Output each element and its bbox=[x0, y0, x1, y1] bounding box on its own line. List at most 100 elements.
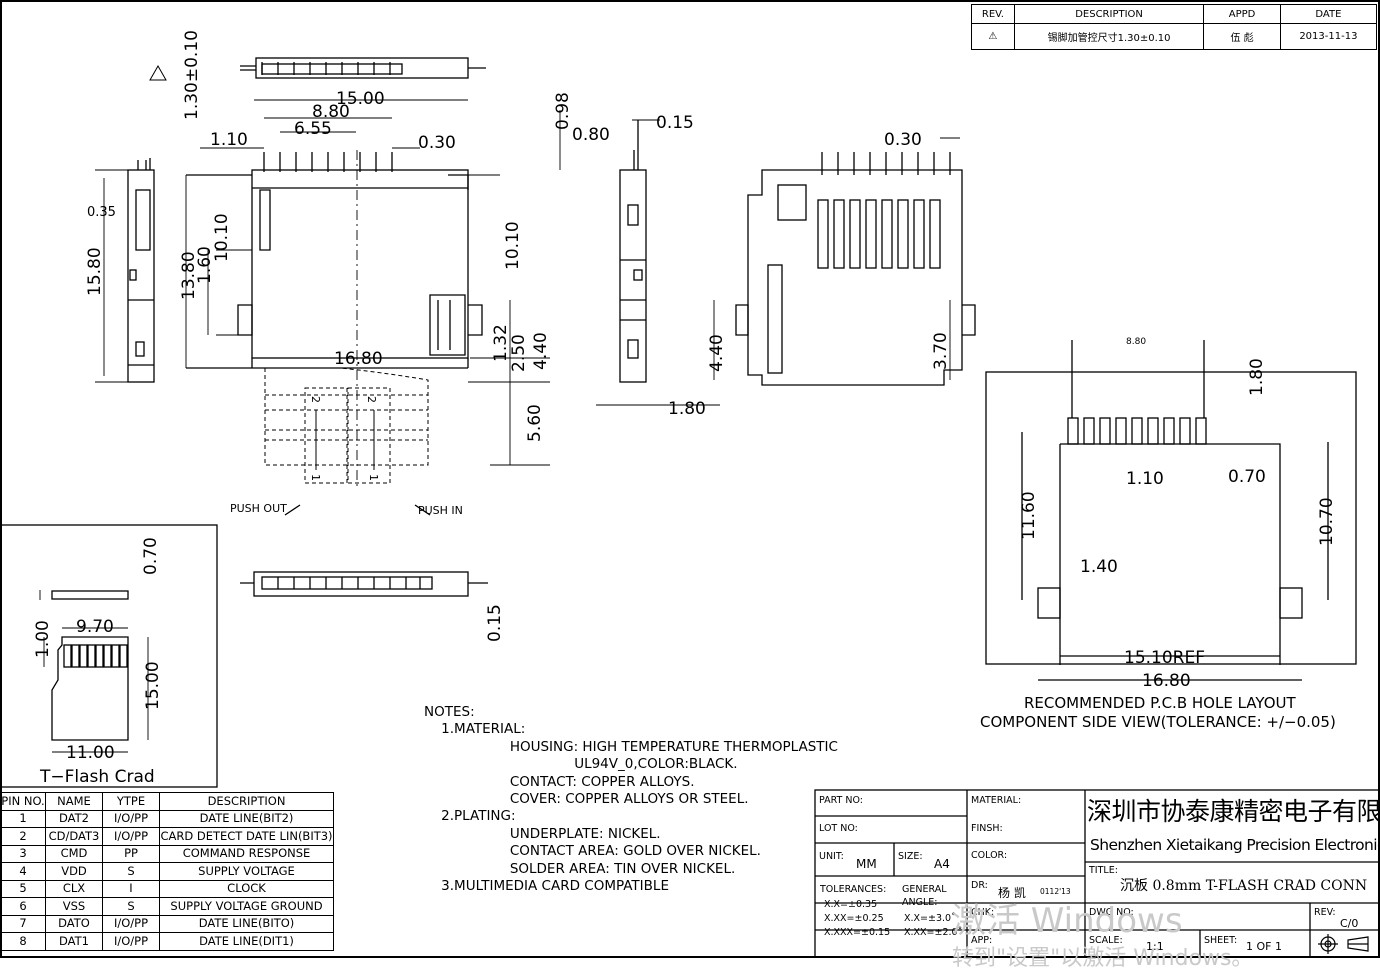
dim-right-4-40: 4.40 bbox=[707, 334, 727, 372]
pin-cell: S bbox=[102, 862, 160, 881]
unit-label: UNIT: bbox=[819, 851, 844, 862]
pcb-dim-10-70: 10.70 bbox=[1317, 497, 1337, 546]
dim-0-15: 0.15 bbox=[656, 113, 694, 133]
pin-cell: VDD bbox=[45, 862, 103, 881]
dim-1-80: 1.80 bbox=[668, 399, 706, 419]
dim-0-15-bottom: 0.15 bbox=[485, 604, 505, 642]
tf-dim-15-00: 15.00 bbox=[143, 661, 163, 710]
pin-cell: 1 bbox=[0, 809, 46, 828]
revision-table: REV. DESCRIPTION APPD DATE ⚠ 锡脚加管控尺寸1.30… bbox=[971, 4, 1378, 50]
dim-15-80: 15.80 bbox=[85, 247, 105, 296]
left-side-view bbox=[127, 158, 155, 383]
sheet-value: 1 OF 1 bbox=[1246, 940, 1282, 953]
pin-cell: PP bbox=[102, 844, 160, 863]
pcb-dim-1-80: 1.80 bbox=[1247, 358, 1267, 396]
pin-cell: DAT2 bbox=[45, 809, 103, 828]
tf-dim-9-70: 9.70 bbox=[76, 617, 114, 637]
type-header: YTPE bbox=[102, 792, 160, 811]
dim-1-10: 1.10 bbox=[210, 130, 248, 150]
watermark-line-2: 转到"设置"以激活 Windows。 bbox=[952, 946, 1254, 971]
dim-0-35: 0.35 bbox=[87, 205, 116, 220]
dim-1-60: 1.60 bbox=[195, 246, 215, 284]
name-header: NAME bbox=[45, 792, 103, 811]
finish-label: FINSH: bbox=[971, 823, 1003, 834]
card-mark-1b: 1 bbox=[367, 474, 380, 481]
pin-cell: I/O/PP bbox=[102, 914, 160, 933]
pin-cell: 2 bbox=[0, 827, 46, 846]
pcb-caption-1: RECOMMENDED P.C.B HOLE LAYOUT bbox=[1024, 694, 1297, 712]
dim-0-30: 0.30 bbox=[418, 133, 456, 153]
pin-cell: I bbox=[102, 879, 160, 898]
tf-dim-0-70: 0.70 bbox=[141, 537, 161, 575]
pin-cell: DATE LINE(BITO) bbox=[159, 914, 334, 933]
dim-13-80: 13.80 bbox=[179, 251, 199, 300]
pin-cell: DATE LINE(DIT1) bbox=[159, 932, 334, 951]
angle-label: ANGLE: bbox=[902, 897, 938, 908]
general-label: GENERAL bbox=[902, 884, 947, 895]
dr-date: 0112'13 bbox=[1040, 887, 1071, 896]
bottom-small-view bbox=[240, 571, 488, 597]
watermark-line-1: 激活 Windows bbox=[952, 901, 1183, 941]
color-label: COLOR: bbox=[971, 850, 1008, 861]
pin-cell: VSS bbox=[45, 897, 103, 916]
top-pins bbox=[263, 152, 393, 172]
pcb-dim-1-10: 1.10 bbox=[1126, 469, 1164, 489]
top-small-view bbox=[240, 57, 486, 79]
scale-label: SCALE: bbox=[1089, 935, 1123, 946]
pin-cell: 7 bbox=[0, 914, 46, 933]
material-label: MATERIAL: bbox=[971, 795, 1022, 806]
tflash-frame bbox=[0, 524, 218, 788]
pin-description-header: DESCRIPTION bbox=[159, 792, 334, 811]
revision-triangle-icon bbox=[149, 64, 167, 81]
pin-cell: 5 bbox=[0, 879, 46, 898]
pin-cell: CD/DAT3 bbox=[45, 827, 103, 846]
chk-label: CHK: bbox=[971, 907, 995, 918]
company-name-en: Shenzhen Xietaikang Precision Electronic… bbox=[1090, 836, 1380, 854]
title-value: 沉板 0.8mm T-FLASH CRAD CONN bbox=[1120, 878, 1368, 894]
top-view bbox=[186, 150, 483, 516]
sheet-label: SHEET: bbox=[1204, 935, 1238, 946]
pin-cell: COMMAND RESPONSE bbox=[159, 844, 334, 863]
tolerance-2: X.XX=±0.25 bbox=[824, 913, 884, 924]
push-in-label: PUSH IN bbox=[418, 504, 463, 517]
tolerance-1: X.X=±0.35 bbox=[824, 899, 878, 910]
dim-0-98: 0.98 bbox=[553, 92, 573, 130]
pin-cell: I/O/PP bbox=[102, 827, 160, 846]
angle-1: X.X=±3.0˚ bbox=[904, 913, 956, 924]
pcb-caption-2: COMPONENT SIDE VIEW(TOLERANCE: +/−0.05) bbox=[980, 713, 1336, 731]
pin-cell: SUPPLY VOLTAGE GROUND bbox=[159, 897, 334, 916]
dim-10-10: 10.10 bbox=[212, 213, 232, 262]
description-header: DESCRIPTION bbox=[1013, 4, 1205, 24]
dim-1-30: 1.30±0.10 bbox=[182, 30, 202, 120]
dwg-no-label: DWG NO: bbox=[1089, 907, 1134, 918]
pin-cell: DATE LINE(BIT2) bbox=[159, 809, 334, 828]
rev-cell: ⚠ bbox=[971, 23, 1015, 50]
dim-16-80: 16.80 bbox=[334, 349, 383, 369]
tolerances-label: TOLERANCES: bbox=[820, 884, 887, 895]
pcb-dim-0-70: 0.70 bbox=[1228, 467, 1266, 487]
date-header: DATE bbox=[1279, 4, 1378, 24]
size-value: A4 bbox=[934, 857, 950, 871]
pin-cell: CARD DETECT DATE LIN(BIT3) bbox=[159, 827, 334, 846]
pcb-dim-16-80: 16.80 bbox=[1142, 671, 1191, 691]
pin-cell: 4 bbox=[0, 862, 46, 881]
appd-cell: 伍 彪 bbox=[1203, 23, 1281, 50]
title-block-lines bbox=[814, 789, 1380, 958]
dim-right-0-30: 0.30 bbox=[884, 130, 922, 150]
dim-1-32: 1.32 bbox=[491, 324, 511, 362]
tf-dim-11-00: 11.00 bbox=[66, 743, 115, 763]
company-name-cn: 深圳市协泰康精密电子有限公司 bbox=[1087, 797, 1380, 826]
pcb-dim-11-60: 11.60 bbox=[1019, 491, 1039, 540]
pin-cell: 6 bbox=[0, 897, 46, 916]
projection-symbol-icon bbox=[1318, 934, 1369, 954]
pin-cell: CLX bbox=[45, 879, 103, 898]
pcb-layout-frame bbox=[985, 340, 1357, 681]
pin-cell: DAT1 bbox=[45, 932, 103, 951]
tf-dim-1-00: 1.00 bbox=[33, 620, 53, 658]
pin-cell: 8 bbox=[0, 932, 46, 951]
rev-header: REV. bbox=[971, 4, 1015, 24]
